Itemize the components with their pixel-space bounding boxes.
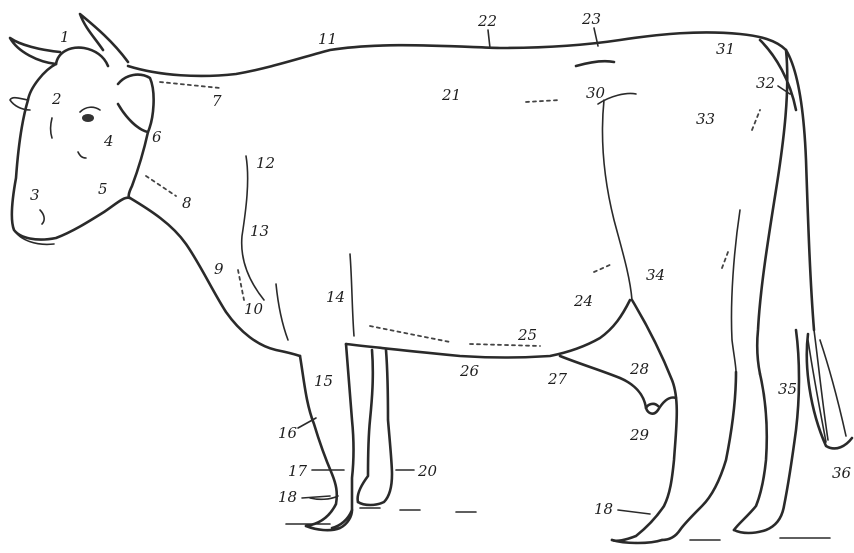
label-2: 2 bbox=[51, 90, 62, 108]
poll-tuft bbox=[56, 48, 108, 66]
shoulder-curve bbox=[576, 61, 614, 66]
elbow-line bbox=[276, 284, 288, 340]
label-15: 15 bbox=[314, 372, 333, 390]
label-33: 33 bbox=[696, 110, 715, 128]
rear-foreleg-front bbox=[358, 350, 373, 502]
belly-dash bbox=[370, 326, 450, 342]
label-13: 13 bbox=[250, 222, 269, 240]
label-34: 34 bbox=[646, 266, 665, 284]
label-1: 1 bbox=[60, 28, 70, 46]
right-horn bbox=[80, 14, 128, 62]
label-23: 23 bbox=[581, 10, 601, 28]
label-11: 11 bbox=[318, 30, 337, 48]
label-16: 16 bbox=[278, 424, 298, 442]
label-20: 20 bbox=[417, 462, 438, 480]
face-mark-2 bbox=[51, 118, 53, 138]
label-18-hind: 18 bbox=[594, 500, 613, 518]
eyebrow bbox=[80, 107, 100, 112]
label-4: 4 bbox=[103, 132, 114, 150]
tail-switch bbox=[808, 330, 846, 442]
label-32: 32 bbox=[756, 74, 775, 92]
label-21: 21 bbox=[441, 86, 461, 104]
label-9: 9 bbox=[214, 260, 224, 278]
nostril bbox=[40, 210, 44, 224]
neck-dash-7 bbox=[160, 82, 220, 88]
label-6: 6 bbox=[152, 128, 162, 146]
thigh bbox=[757, 50, 787, 374]
thigh-inner bbox=[731, 210, 740, 372]
label-10: 10 bbox=[244, 300, 264, 318]
label-14: 14 bbox=[326, 288, 345, 306]
hind-leg-front bbox=[612, 300, 677, 541]
label-8: 8 bbox=[182, 194, 192, 212]
ear bbox=[118, 75, 154, 132]
label-24: 24 bbox=[573, 292, 593, 310]
eye bbox=[82, 114, 94, 122]
left-horn bbox=[10, 38, 60, 64]
chest-dash bbox=[238, 270, 244, 300]
label-26: 26 bbox=[459, 362, 480, 380]
back-line bbox=[128, 32, 786, 76]
label-22: 22 bbox=[477, 12, 497, 30]
leader-22 bbox=[488, 30, 490, 48]
leader-18-hind bbox=[618, 510, 650, 514]
label-17: 17 bbox=[288, 462, 308, 480]
forearm-line bbox=[350, 254, 354, 336]
label-30: 30 bbox=[586, 84, 606, 102]
flank-dash bbox=[526, 100, 560, 102]
label-36: 36 bbox=[832, 464, 852, 482]
label-27: 27 bbox=[547, 370, 568, 388]
belly-dash-2 bbox=[470, 344, 540, 346]
teat bbox=[646, 404, 658, 408]
flank-line bbox=[602, 100, 632, 300]
label-3: 3 bbox=[30, 186, 40, 204]
label-18-front: 18 bbox=[278, 488, 297, 506]
face-mark bbox=[78, 152, 86, 158]
neck-dash-8 bbox=[146, 176, 176, 196]
hind-hoof bbox=[612, 540, 662, 543]
thigh-dash bbox=[752, 110, 760, 130]
leader-18-front bbox=[302, 496, 330, 498]
label-7: 7 bbox=[212, 92, 222, 110]
cheek-line bbox=[129, 132, 148, 198]
thigh-dash-2 bbox=[722, 252, 728, 268]
rear-hind-leg-front bbox=[734, 374, 767, 530]
stifle-dash bbox=[594, 264, 612, 272]
head-outline bbox=[12, 64, 130, 240]
label-25: 25 bbox=[517, 326, 537, 344]
label-28: 28 bbox=[629, 360, 649, 378]
label-31: 31 bbox=[716, 40, 735, 58]
label-29: 29 bbox=[629, 426, 650, 444]
label-12: 12 bbox=[256, 154, 275, 172]
label-35: 35 bbox=[778, 380, 797, 398]
label-5: 5 bbox=[98, 180, 108, 198]
muzzle bbox=[14, 230, 54, 244]
